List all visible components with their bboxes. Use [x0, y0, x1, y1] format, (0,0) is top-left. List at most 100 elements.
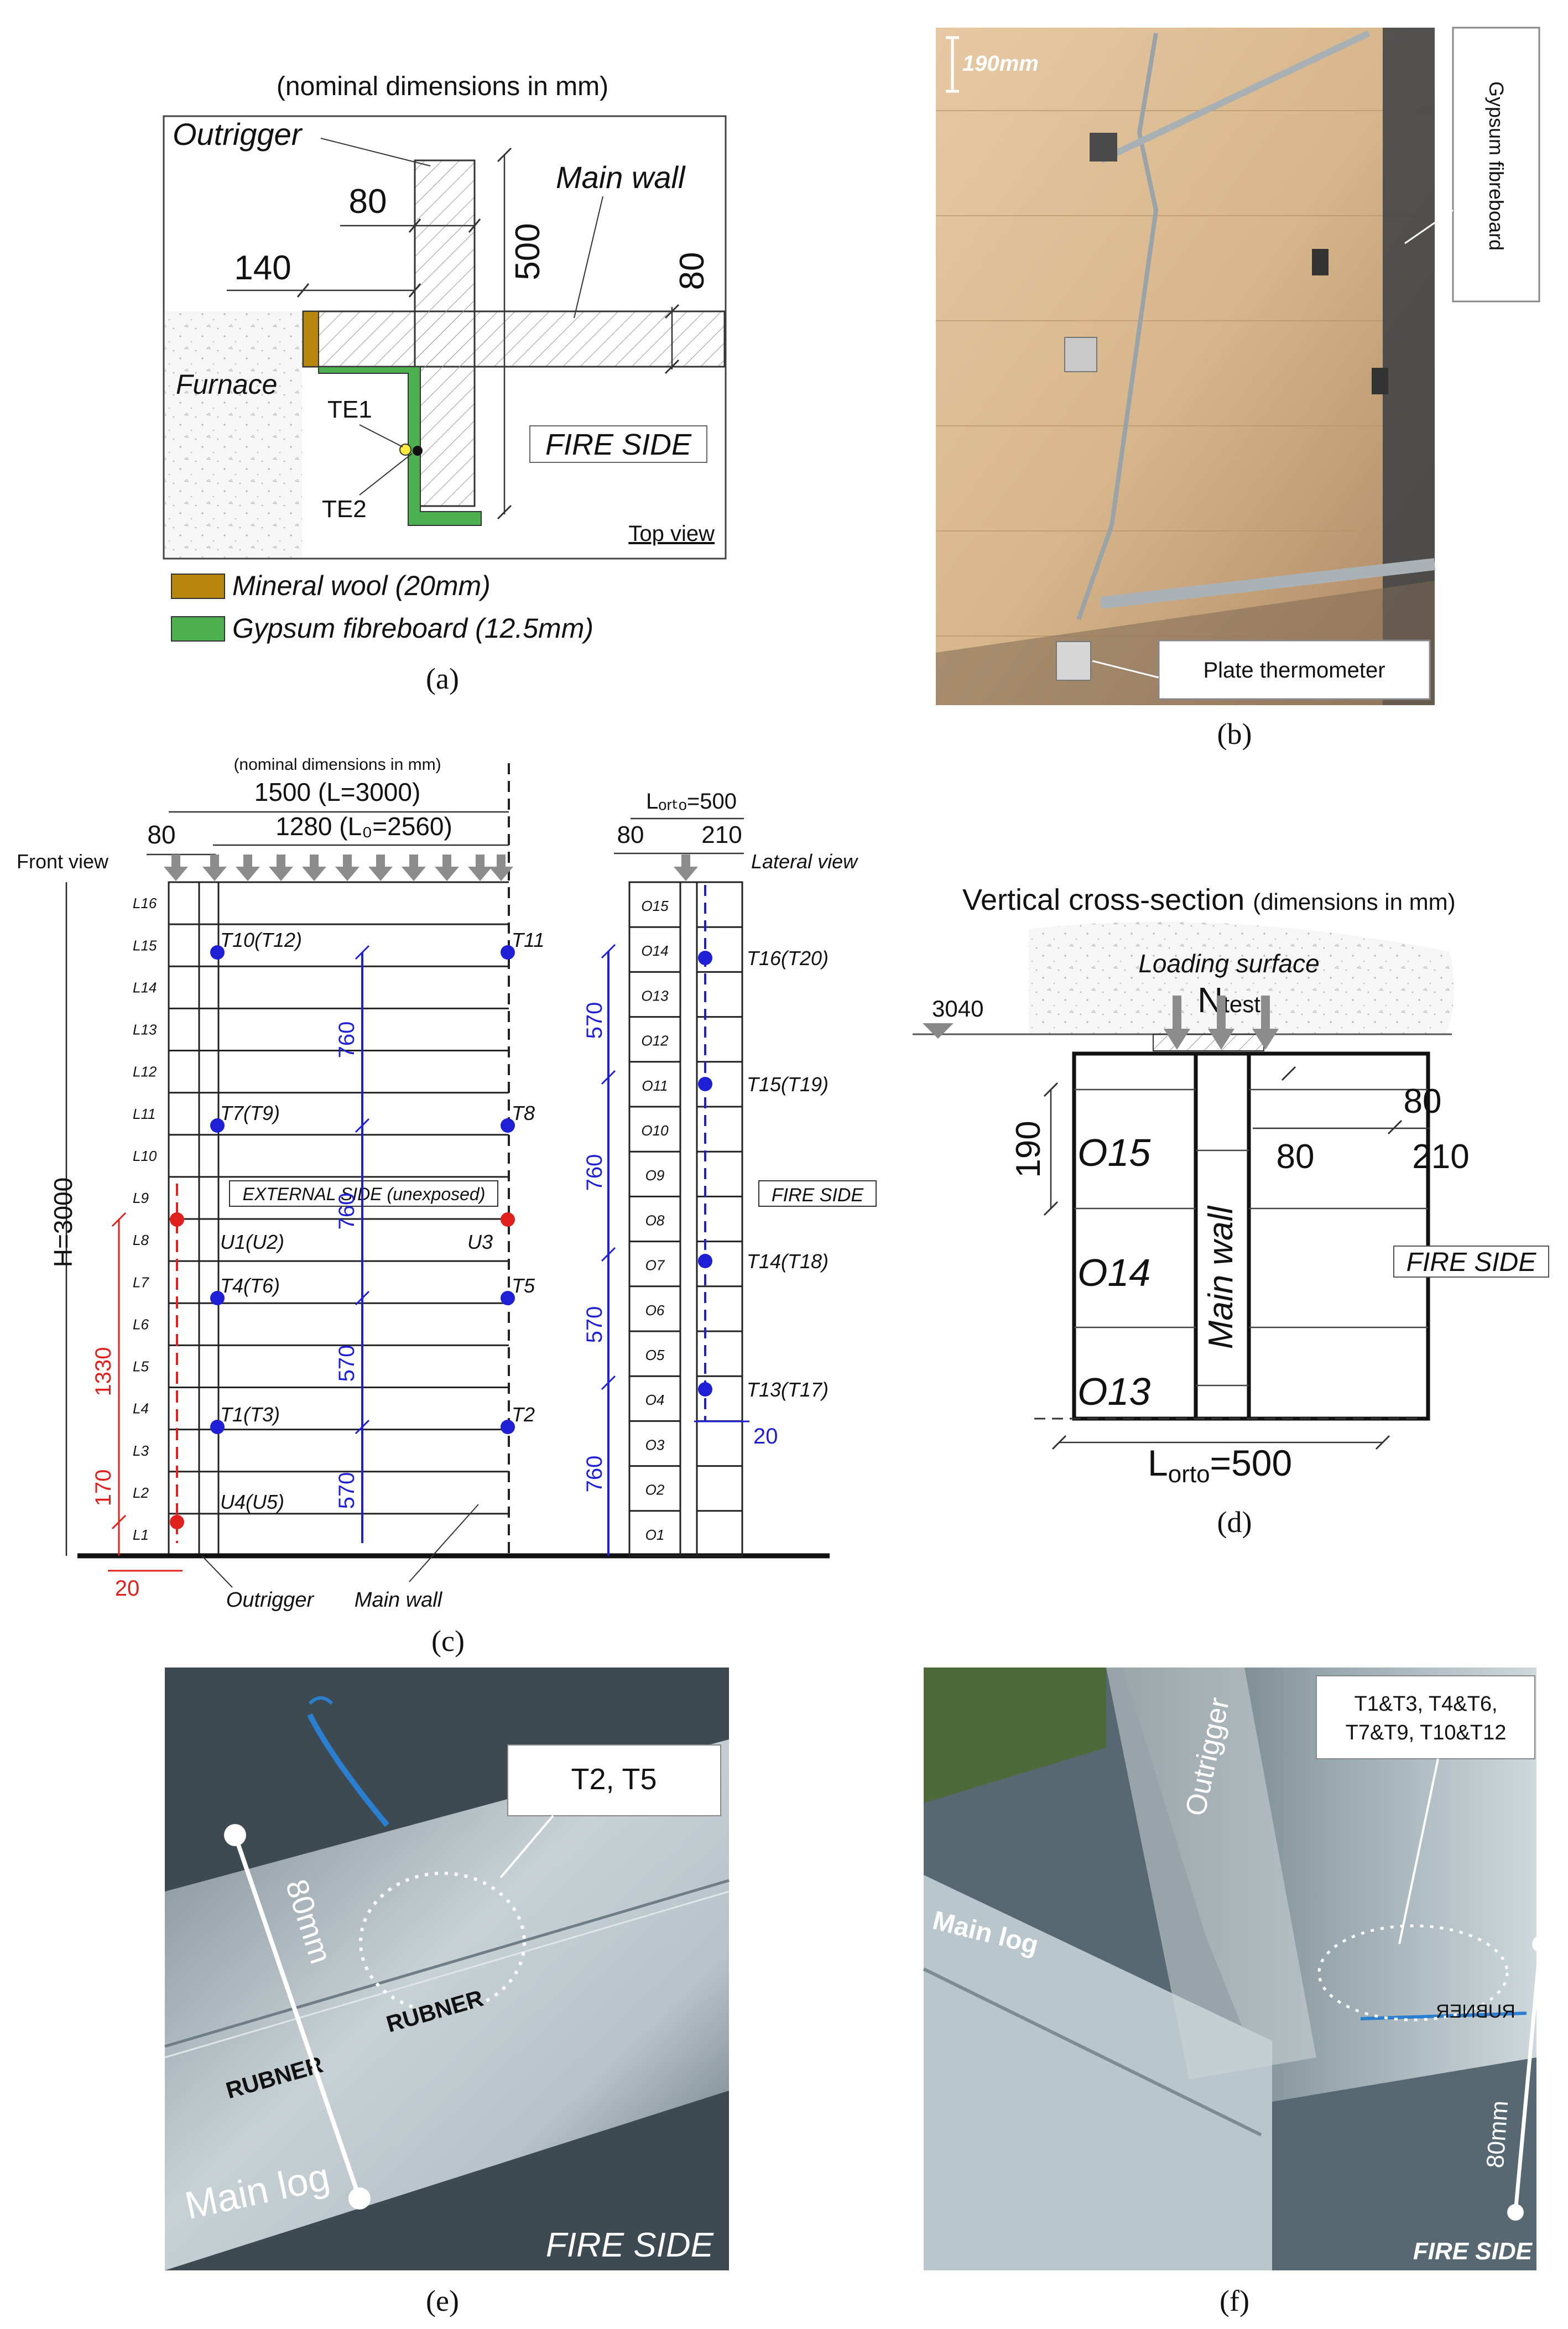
- panel-d: Vertical cross-section (dimensions in mm…: [913, 883, 1549, 1539]
- top-view-label: Top view: [628, 522, 715, 546]
- log-label: L9: [133, 1190, 149, 1206]
- label-u3: U3: [467, 1231, 493, 1253]
- te1-label: TE1: [327, 396, 372, 423]
- label-o14: O14: [1077, 1251, 1150, 1294]
- ortho-log-label: O4: [645, 1392, 665, 1408]
- front-mainwall-label: Main wall: [355, 1588, 443, 1612]
- panel-c-header: (nominal dimensions in mm): [233, 756, 441, 774]
- ortho-log-label: O14: [641, 942, 668, 959]
- dim-170: 170: [91, 1470, 116, 1507]
- front-outrigger-label: Outrigger: [226, 1588, 315, 1612]
- main-wall-label: Main wall: [556, 160, 686, 195]
- callout-f-box: [1316, 1675, 1535, 1759]
- callout-f-line2: T7&T9, T10&T12: [1346, 1721, 1507, 1744]
- dim-570b: 570: [335, 1472, 359, 1509]
- panel-c-fire-side: FIRE SIDE: [772, 1185, 864, 1206]
- lorto-bottom: Lorto=500: [1148, 1442, 1292, 1488]
- log-label: L13: [133, 1022, 157, 1038]
- dim-500: 500: [509, 223, 547, 280]
- panel-e: RUBNER RUBNER 80mm Main log T2, T5 FIRE …: [164, 1668, 730, 2317]
- log-label: L15: [133, 937, 157, 954]
- dim-80mm-f: 80mm: [1482, 2099, 1513, 2169]
- loading-surface-label: Loading surface: [1138, 949, 1319, 978]
- lateral-view-label: Lateral view: [751, 850, 858, 873]
- log-label: L2: [133, 1484, 149, 1501]
- scale-190mm: 190mm: [962, 51, 1039, 76]
- sensor-t16: [698, 951, 712, 965]
- dim-760a: 760: [335, 1022, 359, 1059]
- te2-label: TE2: [322, 496, 367, 523]
- caption-c: (c): [431, 1624, 465, 1658]
- lat-dim-20: 20: [753, 1424, 778, 1449]
- dim-80a: 80: [1404, 1082, 1442, 1121]
- label-u1: U1(U2): [220, 1231, 284, 1253]
- caption-a: (a): [426, 662, 459, 695]
- panel-f: RUBNER Outrigger Main log 80mm T1&T3, T4…: [923, 1668, 1549, 2317]
- panel-e-fire-side: FIRE SIDE: [546, 2226, 714, 2264]
- dim-760b: 760: [335, 1193, 359, 1230]
- lat-570b: 570: [582, 1306, 607, 1343]
- callout-f-line1: T1&T3, T4&T6,: [1354, 1692, 1497, 1716]
- log-label: L4: [133, 1400, 149, 1417]
- te2-marker: [413, 446, 423, 456]
- panel-f-fire-side: FIRE SIDE: [1413, 2238, 1533, 2265]
- dim-1330: 1330: [91, 1347, 116, 1397]
- sensor-t15: [698, 1077, 712, 1091]
- cross-section-frame: [1072, 1051, 1430, 1421]
- caption-d: (d): [1217, 1505, 1252, 1539]
- label-u4: U4(U5): [220, 1491, 284, 1513]
- label-t10: T10(T12): [220, 929, 302, 951]
- main-wall-section: [302, 310, 726, 368]
- dim-140: 140: [234, 249, 291, 287]
- sensor-t10: [210, 945, 225, 960]
- sensor-circle-f: [1317, 1924, 1509, 2021]
- ortho-log-label: O5: [645, 1347, 665, 1363]
- panel-a-header: (nominal dimensions in mm): [277, 72, 608, 101]
- lat-210: 210: [701, 821, 742, 848]
- ortho-log-label: O8: [645, 1212, 665, 1228]
- mineral-wool: [303, 311, 319, 367]
- dim-80b: 80: [1277, 1138, 1315, 1176]
- lat-570a: 570: [582, 1002, 607, 1039]
- sensor-t14: [698, 1254, 712, 1268]
- label-o15: O15: [1077, 1131, 1151, 1174]
- log-label: L7: [133, 1274, 149, 1290]
- ortho-log-label: O12: [641, 1033, 669, 1049]
- panel-a: (nominal dimensions in mm) Outrigger Mai…: [163, 72, 727, 695]
- ortho-log-label: O9: [645, 1167, 665, 1184]
- log-label: L10: [133, 1148, 157, 1164]
- brand-f: RUBNER: [1436, 2001, 1515, 2022]
- label-t7: T7(T9): [220, 1102, 280, 1124]
- dim-80-right: 80: [673, 252, 711, 290]
- caption-e: (e): [426, 2284, 459, 2317]
- lat-760b: 760: [582, 1456, 607, 1493]
- label-t8: T8: [512, 1102, 535, 1124]
- ortho-log-label: O2: [645, 1482, 665, 1498]
- label-t13: T13(T17): [747, 1378, 829, 1401]
- ortho-log-label: O15: [641, 898, 669, 914]
- label-t5: T5: [512, 1274, 535, 1297]
- label-t11: T11: [512, 929, 544, 951]
- log-label: L16: [133, 895, 157, 911]
- level-3040: 3040: [932, 996, 983, 1022]
- sensor-t4: [210, 1291, 225, 1305]
- lat-80: 80: [617, 821, 644, 848]
- sensor-u1: [170, 1212, 184, 1227]
- label-t16: T16(T20): [747, 947, 829, 970]
- dim-570a: 570: [335, 1345, 359, 1382]
- dim-80-top: 80: [349, 183, 387, 221]
- dim-1500: 1500 (L=3000): [254, 778, 421, 806]
- plate-callout-box: [1158, 639, 1431, 700]
- ortho-log-label: O7: [645, 1257, 665, 1274]
- lorto-label: Lₒᵣₜₒ=500: [646, 789, 737, 814]
- main-wall-vertical: Main wall: [1202, 1205, 1240, 1350]
- log-label: L12: [133, 1064, 157, 1080]
- callout-e-box: [507, 1744, 721, 1816]
- log-label: L8: [133, 1232, 149, 1248]
- ortho-log-label: O13: [641, 987, 669, 1004]
- panel-c: (nominal dimensions in mm) 1500 (L=3000)…: [17, 756, 877, 1658]
- gypsum-callout-label: Gypsum fibreboard: [1485, 81, 1508, 251]
- furnace-label: Furnace: [176, 369, 277, 400]
- log-label: L3: [133, 1442, 149, 1459]
